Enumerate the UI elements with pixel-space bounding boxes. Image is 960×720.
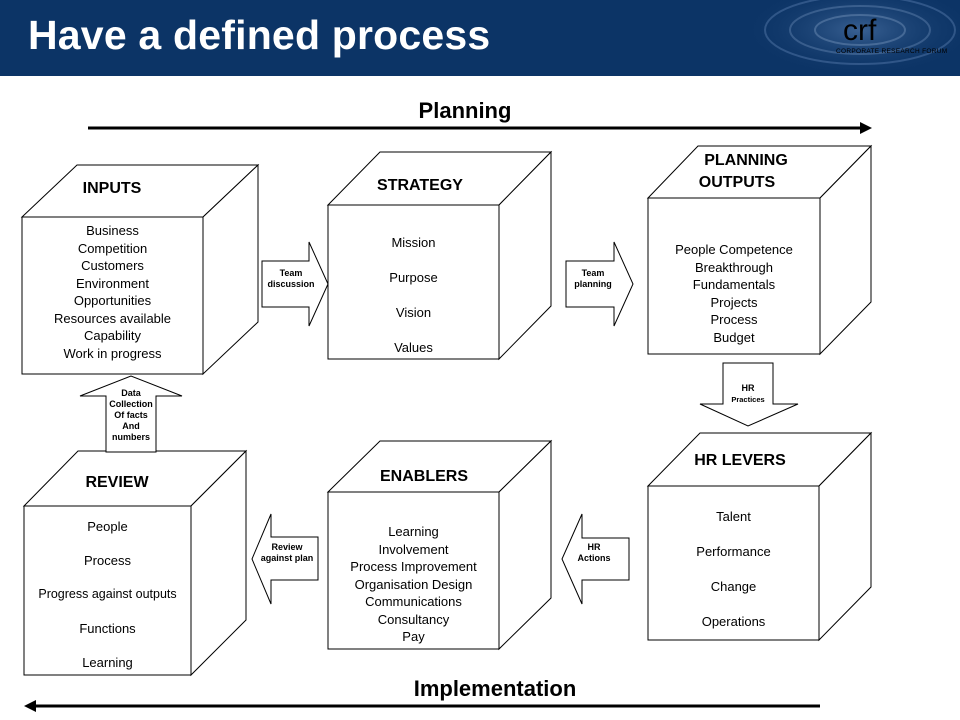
list-item: Learning: [82, 655, 133, 670]
list-item: Mission: [391, 235, 436, 250]
list-item: Budget: [713, 329, 755, 345]
planning-arrow: [88, 122, 872, 134]
list-item: People Competence: [675, 242, 793, 257]
hr-practices-arrow: [699, 362, 799, 427]
list-item: Resources available: [53, 310, 172, 326]
data-collection-label: Data Collection Of facts And numbers: [109, 388, 153, 442]
review-list: People Process Progress against outputs …: [24, 518, 191, 672]
strategy-title: STRATEGY: [377, 177, 463, 194]
list-item: Process: [710, 312, 758, 327]
list-item: Talent: [716, 509, 751, 524]
data-collection-arrow: [79, 375, 183, 453]
list-item: Breakthrough: [694, 259, 774, 275]
title-bar: Have a defined process: [0, 0, 960, 76]
planning-outputs-title-line2: OUTPUTS: [698, 174, 776, 191]
crf-logo: crf: [843, 14, 877, 47]
implementation-label: Implementation: [413, 676, 577, 701]
review-against-plan-label: Review against plan: [260, 542, 314, 563]
list-item: Pay: [402, 629, 425, 644]
inputs-box: [20, 163, 260, 376]
list-item: Business: [86, 223, 139, 238]
planning-label: Planning: [418, 98, 512, 123]
inputs-title: INPUTS: [82, 180, 142, 197]
enablers-title: ENABLERS: [379, 468, 468, 485]
hr-levers-box: [646, 431, 873, 642]
enablers-box: [326, 439, 553, 651]
planning-outputs-box: [646, 144, 873, 356]
list-item: Projects: [710, 294, 758, 310]
list-item: Customers: [81, 258, 144, 273]
strategy-box: [326, 150, 553, 361]
list-item: Process Improvement: [350, 559, 477, 574]
planning-outputs-list: People Competence Breakthrough Fundament…: [648, 241, 820, 346]
hr-practices-label: HR Practices: [731, 383, 765, 404]
list-item: Purpose: [389, 270, 438, 285]
list-item: Opportunities: [73, 293, 152, 308]
team-discussion-arrow: [261, 241, 329, 327]
review-title: REVIEW: [85, 474, 149, 491]
list-item: Process: [84, 553, 131, 568]
list-item: Vision: [395, 305, 432, 320]
hr-actions-label: HR Actions: [577, 542, 611, 563]
hr-levers-title: HR LEVERS: [694, 452, 786, 469]
hr-levers-list: Talent Performance Change Operations: [648, 508, 819, 631]
page-title: Have a defined process: [28, 12, 491, 58]
water-ripple-graphic: [740, 0, 960, 76]
list-item: Performance: [696, 544, 771, 559]
list-item: Learning: [388, 524, 439, 539]
list-item: Functions: [79, 621, 136, 636]
list-item: Operations: [701, 614, 766, 629]
crf-logo-subtitle: CORPORATE RESEARCH FORUM: [836, 48, 948, 55]
team-planning-label: Team planning: [574, 268, 612, 289]
list-item: Fundamentals: [692, 277, 776, 292]
hr-actions-arrow: [561, 513, 630, 605]
list-item: Values: [394, 340, 433, 355]
inputs-list: Business Competition Customers Environme…: [22, 222, 203, 362]
list-item: Competition: [77, 240, 148, 256]
list-item: Consultancy: [377, 611, 450, 627]
list-item: People: [87, 519, 128, 534]
list-item: Work in progress: [63, 345, 162, 361]
list-item: Capability: [83, 328, 142, 343]
list-item: Progress against outputs: [38, 587, 177, 601]
team-planning-arrow: [565, 241, 634, 327]
list-item: Environment: [76, 275, 149, 291]
enablers-list: Learning Involvement Process Improvement…: [328, 523, 499, 646]
team-discussion-label: Team discussion: [267, 268, 315, 289]
planning-outputs-title-line1: PLANNING: [704, 152, 788, 169]
implementation-arrow: [24, 700, 820, 712]
strategy-list: Mission Purpose Vision Values: [328, 234, 499, 357]
review-against-plan-arrow: [251, 513, 319, 605]
list-item: Involvement: [378, 541, 449, 557]
list-item: Organisation Design: [354, 576, 473, 592]
review-box: [22, 449, 248, 677]
list-item: Communications: [365, 594, 462, 609]
list-item: Change: [710, 579, 757, 594]
